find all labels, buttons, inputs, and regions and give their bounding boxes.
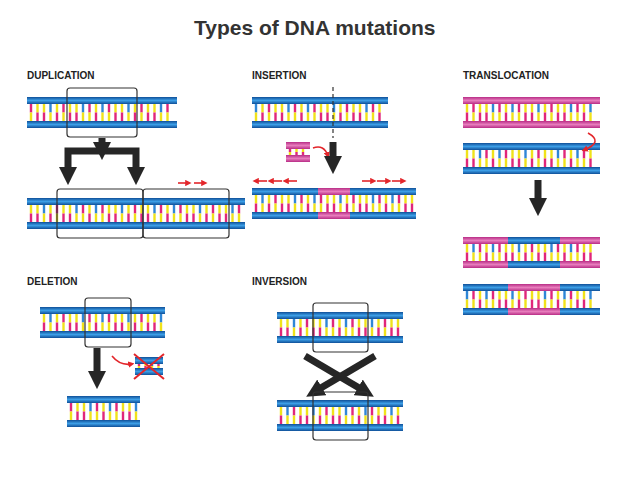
- dna-strand: [252, 97, 388, 128]
- diagram-title: Types of DNA mutations: [194, 16, 436, 40]
- dna-strand: [27, 198, 245, 229]
- segment-frame: [57, 189, 143, 238]
- segment-frame: [313, 392, 368, 440]
- process-arrow: [102, 151, 136, 176]
- process-arrow: [305, 356, 366, 392]
- process-arrow: [68, 151, 102, 176]
- direction-arrow: [377, 180, 389, 182]
- direction-arrow: [362, 180, 374, 182]
- direction-arrow: [112, 356, 132, 364]
- direction-arrow: [270, 180, 282, 182]
- dna-strand: [277, 400, 403, 431]
- direction-arrow: [584, 133, 595, 150]
- panel-label: INSERTION: [252, 70, 306, 81]
- panel-label: DUPLICATION: [27, 70, 95, 81]
- dna-strand: [277, 312, 403, 343]
- dna-strand: [252, 188, 416, 219]
- dna-strand: [67, 396, 140, 427]
- direction-arrow: [285, 180, 297, 182]
- segment-frame: [143, 189, 229, 238]
- segment-frame: [67, 88, 137, 137]
- direction-arrow: [392, 180, 404, 182]
- dna-strand: [27, 97, 177, 128]
- direction-arrow: [194, 182, 205, 184]
- direction-arrow: [313, 147, 328, 156]
- cut-line: [332, 87, 333, 138]
- panel-label: INVERSION: [252, 276, 307, 287]
- segment-frame: [313, 303, 368, 352]
- dna-strand: [463, 284, 600, 315]
- dna-strand: [286, 142, 310, 162]
- removal-cross: [134, 354, 164, 379]
- panel-label: DELETION: [27, 276, 78, 287]
- dna-strand: [463, 97, 600, 128]
- process-arrow: [535, 180, 542, 207]
- dna-strand: [463, 143, 600, 174]
- process-arrow: [330, 142, 337, 165]
- process-arrow: [94, 348, 101, 380]
- panel-label: TRANSLOCATION: [463, 70, 549, 81]
- dna-strand: [463, 237, 600, 268]
- process-arrow: [314, 356, 375, 392]
- dna-strand: [40, 307, 165, 338]
- segment-frame: [85, 298, 131, 347]
- direction-arrow: [178, 182, 189, 184]
- direction-arrow: [255, 180, 267, 182]
